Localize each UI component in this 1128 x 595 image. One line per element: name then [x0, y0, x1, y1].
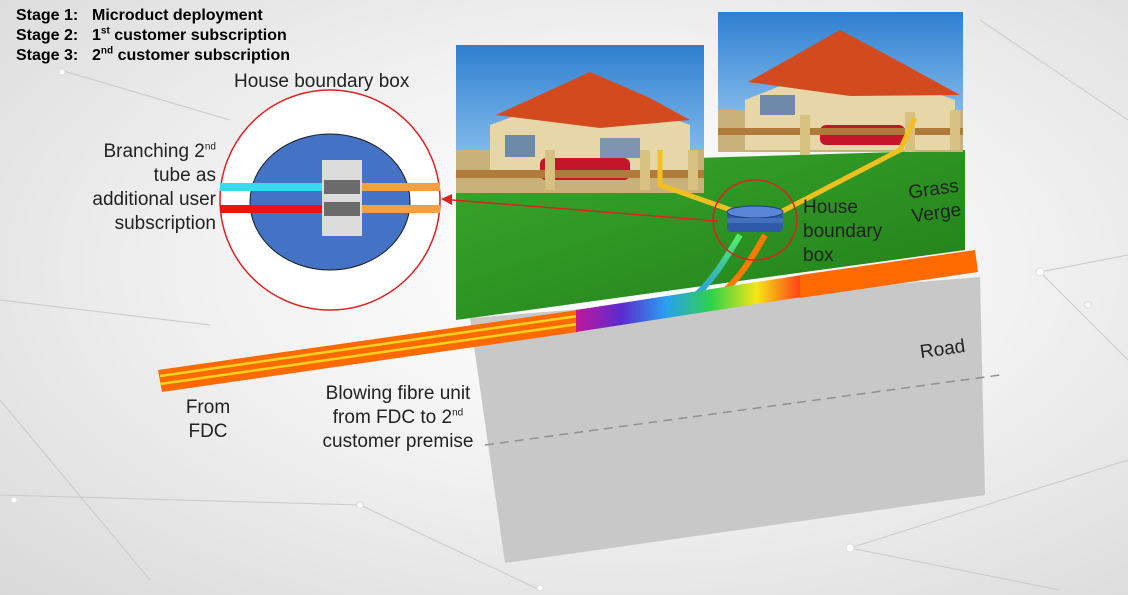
microduct-section-right [800, 250, 978, 298]
stage-2: Stage 2: 1st customer subscription [16, 26, 290, 46]
from-fdc-line-2: FDC [188, 421, 228, 442]
callout-arrow-head [441, 194, 452, 205]
stage-3: Stage 3: 2nd customer subscription [16, 46, 290, 66]
blowing-fibre-label: Blowing fibre unit from FDC to 2nd custo… [308, 382, 488, 454]
stage-1-text: Microduct deployment [92, 7, 263, 24]
main-duct-fibre-1 [159, 314, 579, 378]
grass-verge-label: Grass Verge [907, 175, 964, 230]
boundary-box-device [726, 205, 784, 232]
tube-orange-top [360, 183, 440, 191]
from-fdc-line-1: From [185, 397, 231, 418]
stage-1-label: Stage 1: [16, 7, 79, 24]
scene-box-line-1: House [803, 197, 858, 218]
blowing-fibre-line-1: Blowing fibre unit [325, 383, 471, 404]
stage-3-label: Stage 3: [16, 47, 79, 64]
tube-orange-bottom [360, 205, 440, 213]
branching-line-2: tube as [153, 165, 216, 186]
stage-2-text: customer subscription [109, 27, 287, 44]
blowing-fibre-suffix: nd [452, 407, 464, 419]
scene-box-line-2: boundary [803, 221, 883, 242]
branching-label: Branching 2nd tube as additional user su… [16, 140, 216, 236]
stage-2-ordinal: 1 [92, 27, 101, 44]
road-centre-line [484, 374, 1001, 446]
road [470, 277, 985, 563]
house-photo-stage-2 [456, 45, 704, 193]
stage-list: Stage 1: Microduct deployment Stage 2: 1st… [16, 6, 290, 66]
house-photo-stage-3 [718, 12, 963, 155]
blowing-fibre-line-2: from FDC to 2 [332, 407, 453, 428]
branching-line-4: subscription [114, 213, 216, 234]
house-boundary-box-title: House boundary box [234, 71, 410, 92]
callout-arrow [451, 199, 719, 222]
scene-box-line-3: box [803, 245, 834, 266]
stage-2-suffix: st [100, 25, 110, 37]
background-network [0, 19, 1128, 591]
tube-red [220, 205, 324, 213]
stage-3-text: customer subscription [113, 47, 291, 64]
stage-3-suffix: nd [100, 45, 114, 57]
branching-suffix: nd [204, 141, 216, 153]
from-fdc-label: From FDC [180, 396, 236, 444]
blowing-fibre-line-3: customer premise [322, 431, 474, 452]
branching-line-1: Branching 2 [103, 141, 205, 162]
multi-tube-section [576, 275, 802, 332]
connector-block [322, 160, 362, 236]
drop-tube-house-2 [773, 116, 918, 218]
background-nodes [10, 68, 1092, 592]
stage-1: Stage 1: Microduct deployment [16, 6, 290, 26]
stage-3-ordinal: 2 [92, 47, 101, 64]
branching-line-3: additional user [92, 189, 216, 210]
house-boundary-box-scene-label: House boundary box [803, 196, 882, 268]
stage-2-label: Stage 2: [16, 27, 79, 44]
tube-cyan [220, 183, 324, 191]
main-duct-fibre-2 [159, 322, 579, 386]
